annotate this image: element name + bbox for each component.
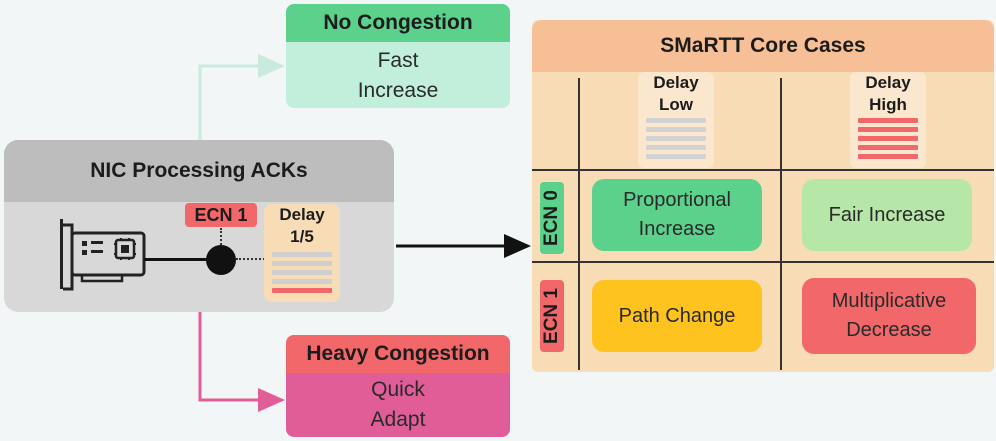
col-header-delay-high-line1: Delay [865,73,911,92]
no-congestion-box: No Congestion Fast Increase [286,4,510,108]
col-header-delay-high: Delay High [850,72,926,168]
no-congestion-action-line2: Increase [357,79,439,102]
grid-line-h1 [532,169,994,171]
col-header-delay-low-line2: Low [659,95,693,114]
grid-line-h2 [532,261,994,263]
row-header-ecn1: ECN 1 [540,280,564,352]
grid-line-v1 [578,78,580,370]
heavy-congestion-action-line2: Adapt [370,408,426,431]
case-proportional-increase-line2: Increase [638,218,716,240]
case-multiplicative-decrease: Multiplicative Decrease [802,278,976,354]
no-congestion-title: No Congestion [286,4,510,42]
case-path-change: Path Change [592,280,762,352]
nic-processing-box: NIC Processing ACKs ECN 1 Delay 1/5 [4,140,394,312]
heavy-congestion-title: Heavy Congestion [286,335,510,373]
case-fair-increase: Fair Increase [802,179,972,251]
case-multiplicative-decrease-line1: Multiplicative [831,290,947,312]
delay-low-bars [646,118,706,163]
row-header-ecn0-label: ECN 0 [541,190,562,246]
case-proportional-increase-line1: Proportional [623,189,731,211]
ecn-dotted-line [220,228,222,248]
case-fair-increase-label: Fair Increase [828,203,946,226]
smartt-panel: SMaRTT Core Cases Delay Low Delay High E… [532,20,994,372]
case-path-change-label: Path Change [618,304,736,327]
delay-high-bars [858,118,918,163]
ecn-tag: ECN 1 [185,203,257,227]
delay-dotted-line [236,258,268,260]
col-header-delay-low: Delay Low [638,72,714,168]
arrow-to-no-congestion [198,54,285,140]
delay-label: Delay 1/5 [279,205,325,246]
card-to-junction-line [144,258,214,261]
smartt-title: SMaRTT Core Cases [532,20,994,72]
arrow-to-heavy-congestion [198,312,285,412]
col-header-delay-low-line1: Delay [653,73,699,92]
row-header-ecn0: ECN 0 [540,182,564,254]
row-header-ecn1-label: ECN 1 [541,288,562,344]
delay-queue: Delay 1/5 [264,204,340,302]
junction-dot-icon [206,245,236,275]
nic-processing-title: NIC Processing ACKs [4,140,394,202]
no-congestion-action-line1: Fast [377,49,419,72]
case-proportional-increase: Proportional Increase [592,179,762,251]
grid-line-v2 [780,78,782,370]
case-multiplicative-decrease-line2: Decrease [846,319,932,341]
col-header-delay-high-line2: High [869,95,907,114]
heavy-congestion-action-line1: Quick [371,378,425,401]
network-card-icon [60,219,146,291]
delay-queue-bars [272,252,332,297]
heavy-congestion-box: Heavy Congestion Quick Adapt [286,335,510,437]
